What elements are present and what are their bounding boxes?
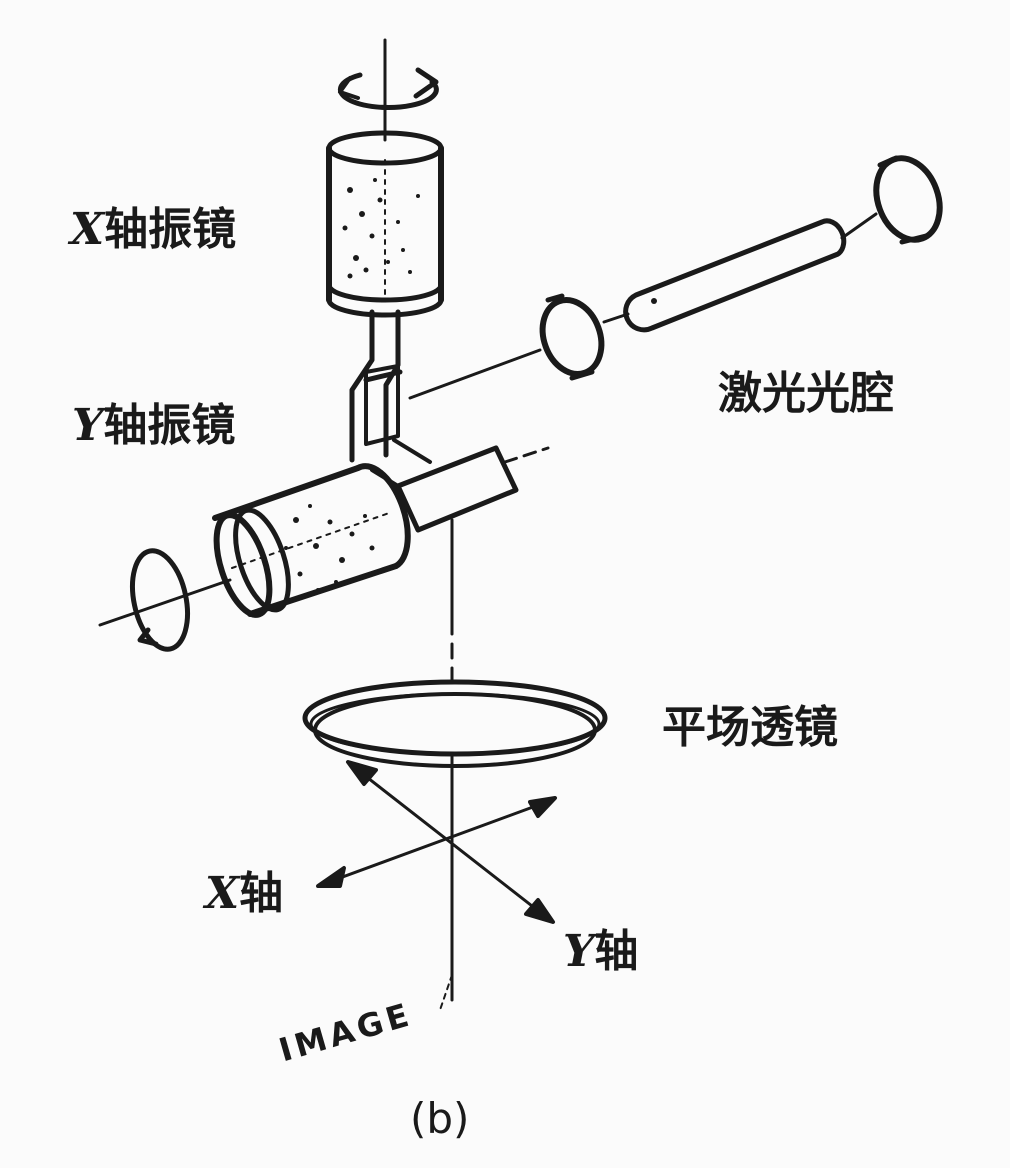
y-galvo-label: Y轴振镜 xyxy=(72,404,235,448)
xy-axes-group xyxy=(316,760,557,924)
x-galvo-label: X轴振镜 xyxy=(70,208,236,252)
y-axis-arrowhead-top-icon xyxy=(346,760,378,786)
x-axis-label-axis: X xyxy=(205,868,240,919)
x-axis-arrow xyxy=(316,798,554,888)
laser-beam-line xyxy=(408,348,542,400)
y-galvo-texture xyxy=(284,504,375,592)
rear-cavity-mirror xyxy=(873,155,943,245)
laser-cavity-group xyxy=(408,155,943,400)
y-galvo-cylinder xyxy=(212,463,411,618)
laser-tube xyxy=(623,218,847,333)
y-axis-label-axis: Y xyxy=(563,926,595,977)
x-axis-arrowhead-left-icon xyxy=(316,866,346,888)
y-galvo-label-text: 轴振镜 xyxy=(103,400,236,451)
y-axis-label-text: 轴 xyxy=(594,926,639,977)
y-axis-label: Y轴 xyxy=(563,930,638,974)
x-axis-label-text: 轴 xyxy=(239,868,284,919)
x-galvo-texture xyxy=(342,178,420,279)
y-galvo-label-axis: Y xyxy=(72,400,104,451)
x-axis-label: X轴 xyxy=(205,872,283,916)
x-galvo-label-axis: X xyxy=(70,204,105,255)
x-galvo-cylinder xyxy=(326,130,444,318)
x-galvo-label-text: 轴振镜 xyxy=(104,204,237,255)
x-mirror-plate xyxy=(364,364,400,446)
x-galvo-group xyxy=(326,38,444,463)
figure-caption: (b) xyxy=(410,1094,470,1143)
flat-field-lens xyxy=(302,679,608,768)
y-rotation-arrow-icon xyxy=(130,548,190,652)
laser-cavity-label: 激光光腔 xyxy=(718,368,894,419)
y-galvo-axis-line xyxy=(98,578,232,627)
flat-field-lens-label: 平场透镜 xyxy=(662,702,838,753)
y-axis-arrowhead-bottom-icon xyxy=(524,898,555,924)
x-galvo-shaft xyxy=(349,309,403,463)
x-axis-arrowhead-right-icon xyxy=(528,796,557,818)
y-mirror-block xyxy=(370,438,519,533)
y-axis-arrow xyxy=(348,762,552,922)
x-rotation-arrow-icon xyxy=(337,67,439,111)
front-cavity-mirror xyxy=(539,293,605,381)
y-galvo-group xyxy=(98,438,550,652)
